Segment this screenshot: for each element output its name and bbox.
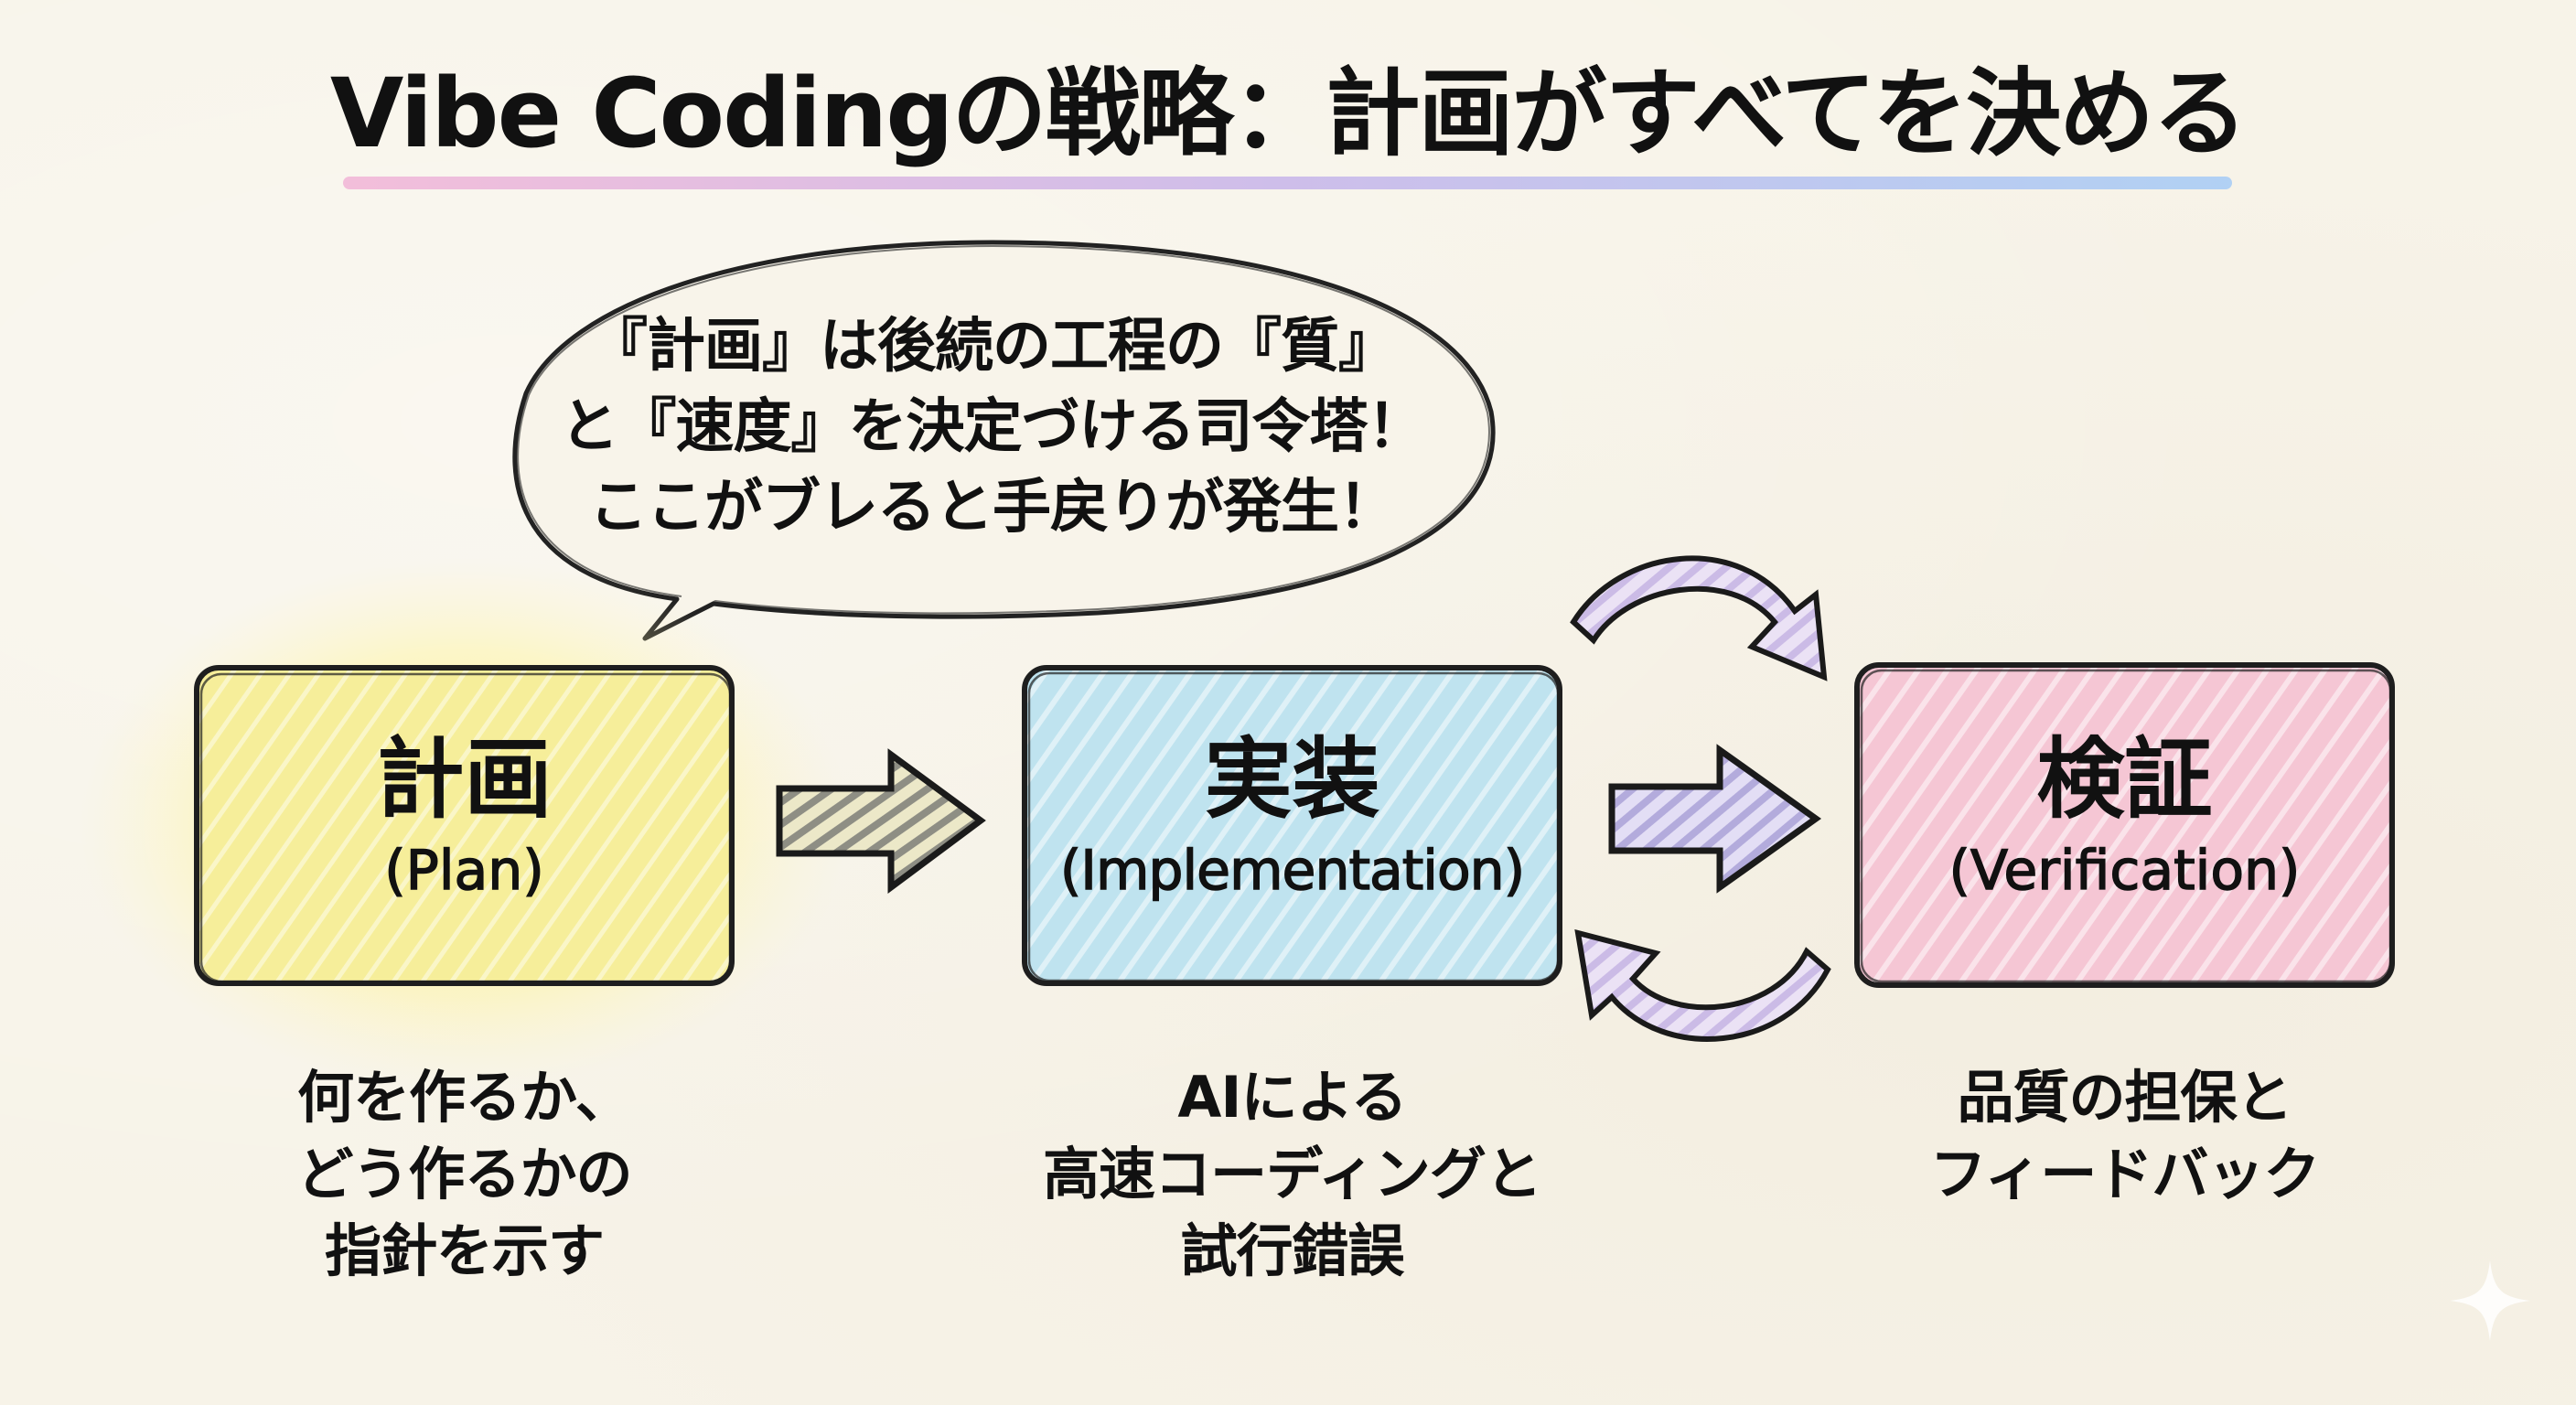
stage-name-jp: 実装 — [1204, 728, 1380, 831]
curved-arrow-forward-icon — [1570, 555, 1828, 681]
stage-name-en: (Plan) — [384, 838, 545, 904]
speech-bubble-line: ここがブレると手戻りが発生！ — [589, 474, 1397, 542]
description-line: 品質の担保と — [1957, 1064, 2292, 1131]
description-line: 高速コーディングと — [1043, 1141, 1542, 1207]
title-underline — [343, 177, 2232, 189]
curved-arrow-back-icon — [1574, 928, 1831, 1042]
speech-bubble-line: 『計画』は後続の工程の『質』 — [589, 313, 1397, 381]
stage-description-verification: 品質の担保と フィードバック — [1857, 1059, 2392, 1213]
stage-description-plan: 何を作るか、 どう作るかの 指針を示す — [197, 1059, 732, 1290]
arrow-right-icon — [1608, 744, 1822, 894]
stage-description-implementation: AIによる 高速コーディングと 試行錯誤 — [979, 1059, 1605, 1290]
stage-box-implementation — [1022, 665, 1562, 986]
stage-label-verification: 検証 (Verification) — [1857, 724, 2392, 907]
description-line: 何を作るか、 — [297, 1064, 632, 1131]
stage-label-plan: 計画 (Plan) — [197, 724, 732, 907]
stage-name-jp: 計画 — [376, 728, 553, 831]
description-line: 試行錯誤 — [1180, 1217, 1404, 1284]
description-line: フィードバック — [1929, 1141, 2321, 1207]
stage-box-plan — [194, 665, 735, 986]
arrow-right-icon — [776, 748, 986, 894]
stage-name-en: (Implementation) — [1059, 838, 1526, 904]
description-line: どう作るかの — [296, 1141, 632, 1207]
page-title: Vibe Codingの戦略：計画がすべてを決める — [329, 58, 2248, 169]
speech-bubble — [512, 240, 1496, 641]
description-line: AIによる — [1177, 1064, 1407, 1131]
stage-label-implementation: 実装 (Implementation) — [1025, 724, 1560, 907]
stage-name-en: (Verification) — [1948, 838, 2301, 904]
sparkle-icon — [2450, 1260, 2530, 1341]
speech-bubble-line: と『速度』を決定づける司令塔！ — [560, 393, 1426, 461]
speech-bubble-text: 『計画』は後続の工程の『質』 と『速度』を決定づける司令塔！ ここがブレると手戻… — [535, 306, 1450, 548]
stage-box-verification — [1854, 662, 2395, 988]
stage-name-jp: 検証 — [2036, 728, 2213, 831]
description-line: 指針を示す — [324, 1217, 605, 1284]
